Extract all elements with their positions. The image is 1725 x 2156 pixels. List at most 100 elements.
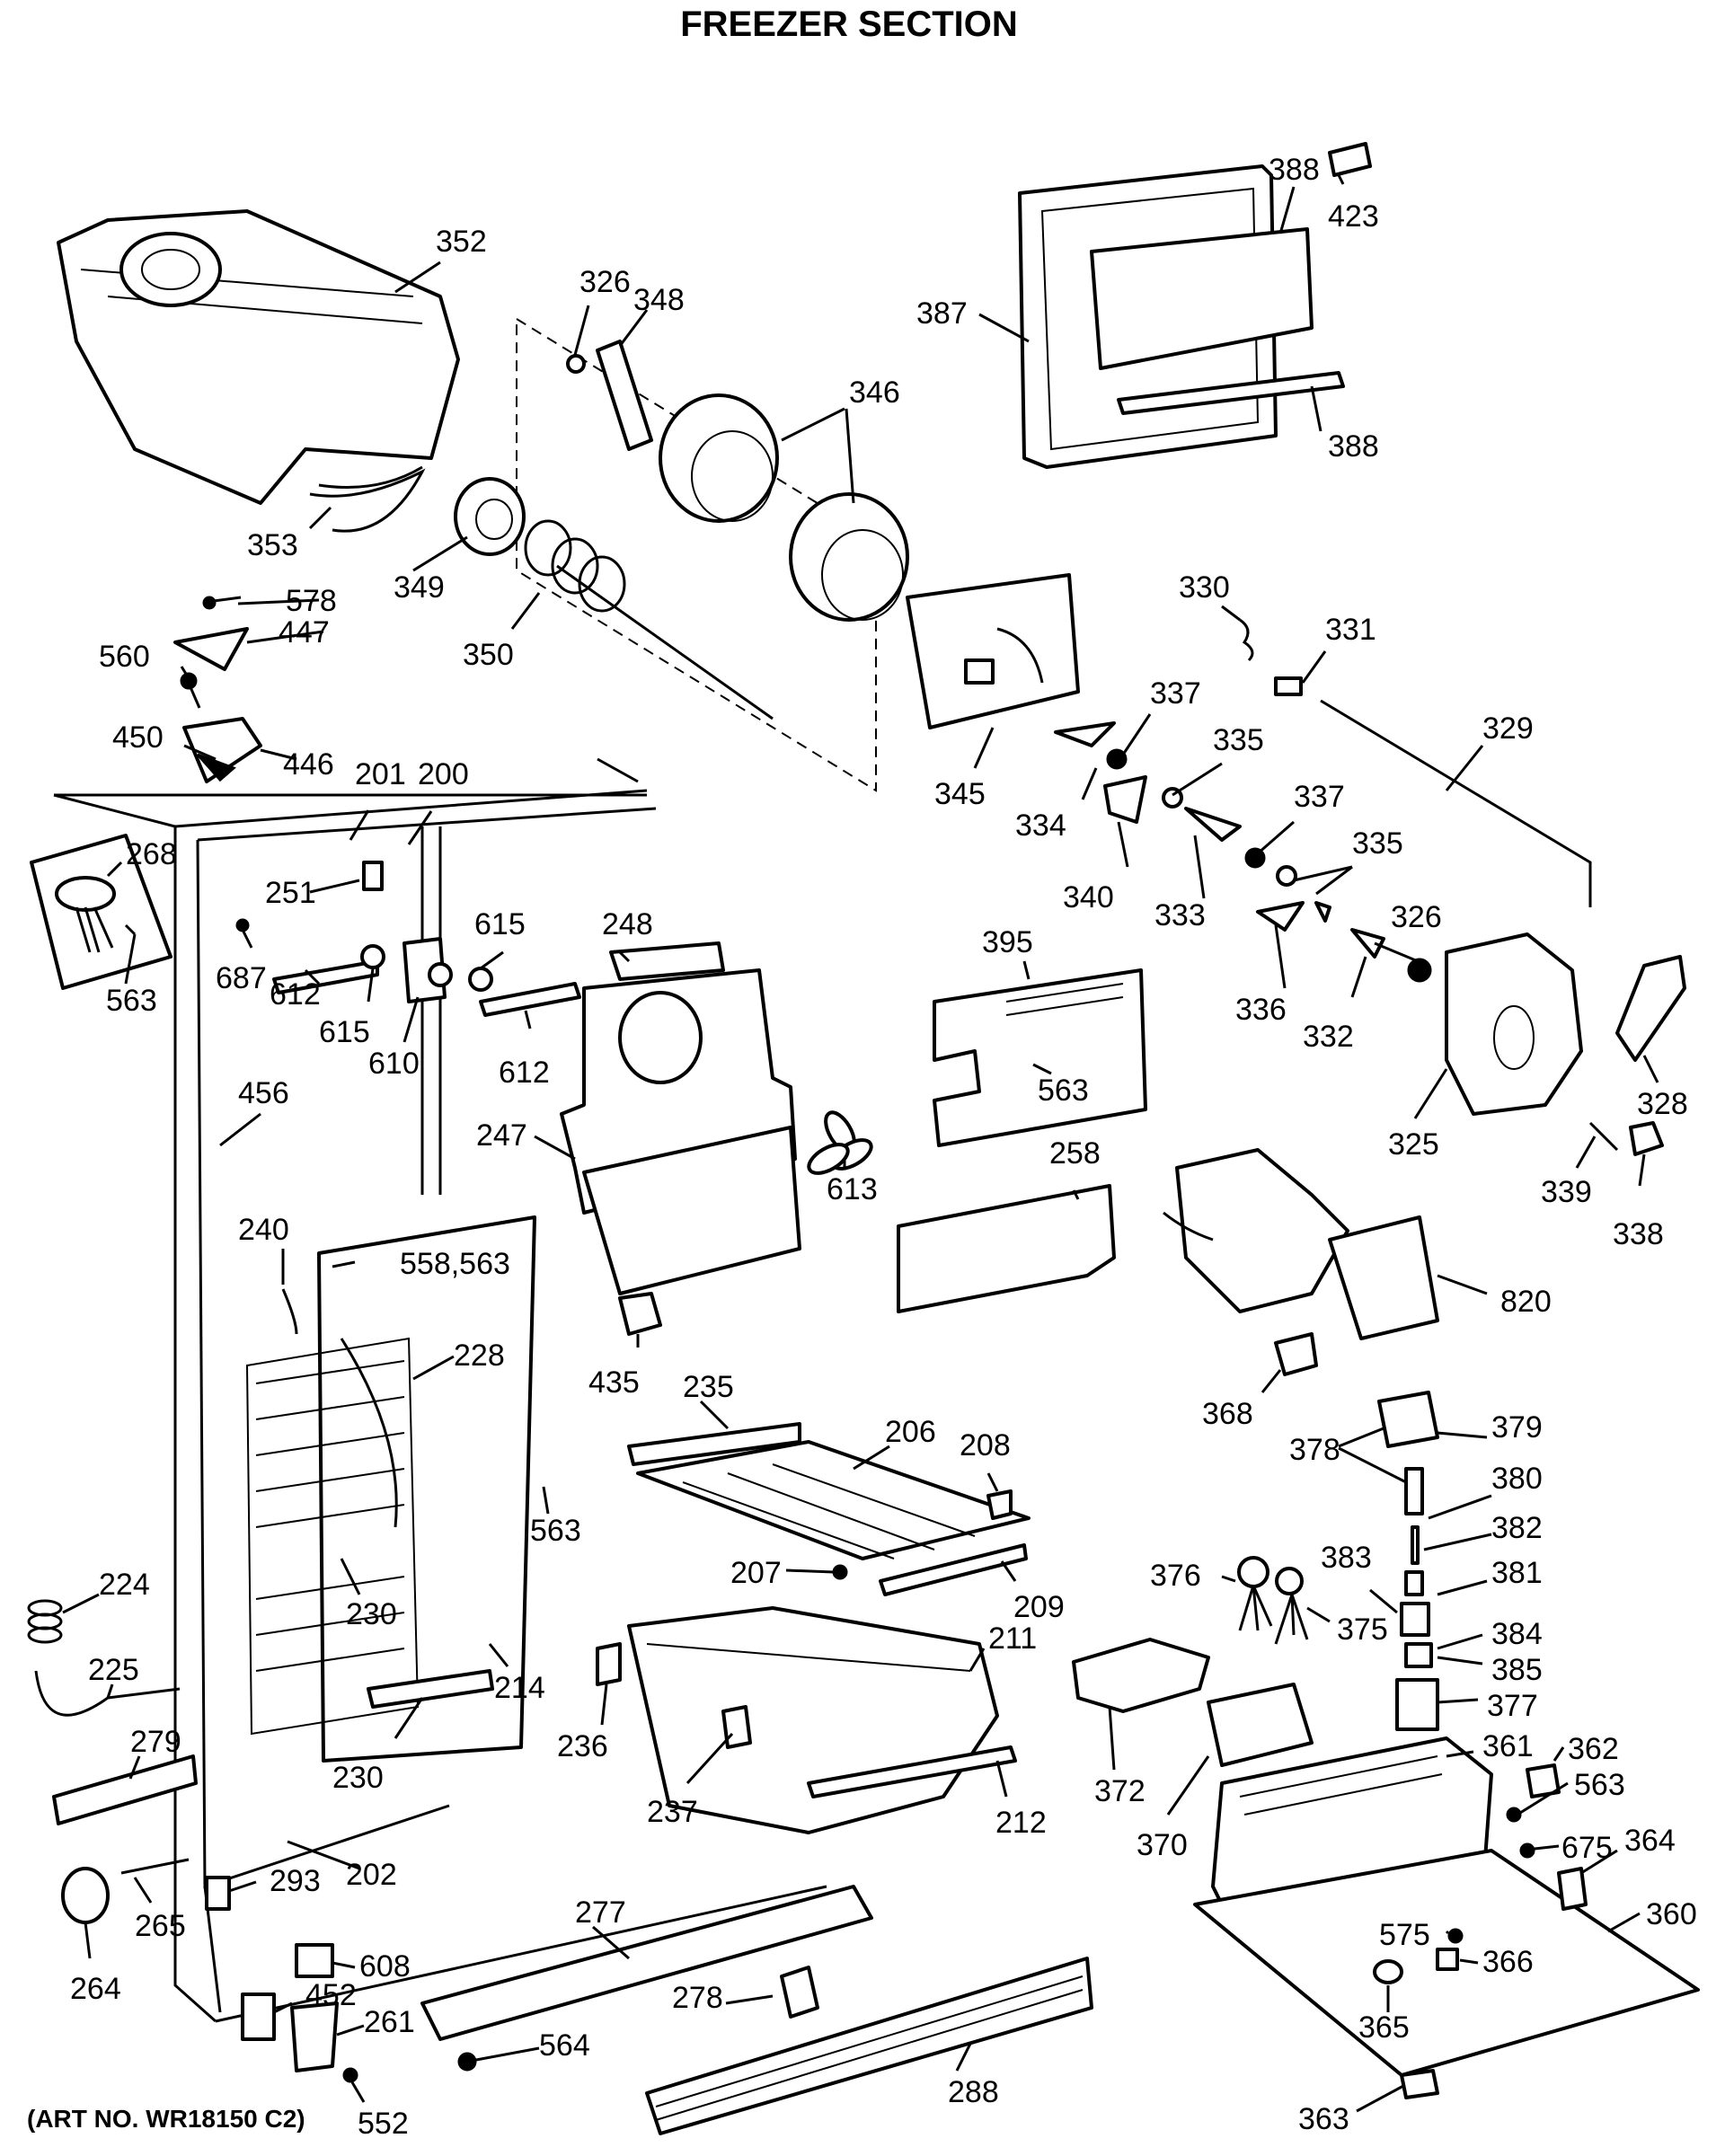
bracket-447 <box>173 627 249 671</box>
part-labels: 352 353 349 350 326 348 346 387 388 423 … <box>70 153 1697 2141</box>
label-558-563: 558,563 <box>400 1247 510 1281</box>
label-377: 377 <box>1487 1689 1538 1723</box>
label-362: 362 <box>1568 1732 1619 1766</box>
label-379: 379 <box>1491 1410 1543 1445</box>
spring-381 <box>1404 1570 1424 1596</box>
screw-575 <box>1447 1928 1464 1944</box>
label-268: 268 <box>126 837 177 871</box>
label-326-top: 326 <box>579 265 631 299</box>
clip-331 <box>1274 676 1303 696</box>
clip-236 <box>596 1642 622 1686</box>
plate-348 <box>596 340 653 451</box>
label-348: 348 <box>633 283 685 317</box>
label-325: 325 <box>1388 1127 1439 1162</box>
label-687: 687 <box>216 961 267 995</box>
clip-208 <box>986 1489 1013 1520</box>
clip-362 <box>1526 1763 1561 1798</box>
label-335-bottom: 335 <box>1352 826 1403 861</box>
label-615-left: 615 <box>319 1015 370 1049</box>
label-330: 330 <box>1179 570 1230 605</box>
label-247: 247 <box>476 1118 527 1153</box>
label-353: 353 <box>247 528 298 562</box>
rail-277 <box>420 1885 873 2041</box>
label-365: 365 <box>1358 2010 1410 2045</box>
label-361: 361 <box>1482 1729 1534 1763</box>
bracket-612-left <box>272 959 379 994</box>
label-332: 332 <box>1303 1020 1354 1054</box>
screw-675 <box>1519 1842 1535 1859</box>
evaporator-228 <box>245 1215 536 1763</box>
label-278: 278 <box>672 1981 723 2015</box>
label-258: 258 <box>1049 1136 1101 1171</box>
washer-326-top <box>566 354 586 374</box>
grille-288 <box>645 1957 1093 2135</box>
bracket-435 <box>618 1292 662 1336</box>
label-378: 378 <box>1289 1433 1340 1467</box>
clip-366 <box>1436 1948 1459 1971</box>
label-329: 329 <box>1482 711 1534 746</box>
wire-353 <box>309 468 426 533</box>
label-382: 382 <box>1491 1511 1543 1545</box>
label-395: 395 <box>982 925 1033 959</box>
plate-452 <box>241 1993 276 2041</box>
label-563-left: 563 <box>106 984 157 1018</box>
label-447: 447 <box>279 615 330 649</box>
label-388-bottom: 388 <box>1328 429 1379 464</box>
clip-293 <box>205 1876 231 1911</box>
label-345: 345 <box>934 777 986 811</box>
shield-328 <box>1615 955 1686 1062</box>
label-675: 675 <box>1561 1831 1613 1865</box>
label-209: 209 <box>1013 1590 1065 1624</box>
timer-370 <box>1207 1683 1314 1767</box>
label-333: 333 <box>1154 898 1206 932</box>
pin-423 <box>1328 142 1372 177</box>
wire-376 <box>1237 1556 1273 1631</box>
tube-225 <box>34 1670 181 1717</box>
label-228: 228 <box>454 1339 505 1373</box>
label-350: 350 <box>463 638 514 672</box>
label-202: 202 <box>346 1858 397 1892</box>
label-212: 212 <box>995 1806 1047 1840</box>
label-336: 336 <box>1235 993 1287 1027</box>
label-446: 446 <box>283 747 334 782</box>
auger-350 <box>524 519 774 720</box>
label-208: 208 <box>960 1428 1011 1462</box>
label-335-top: 335 <box>1213 723 1264 757</box>
label-385: 385 <box>1491 1653 1543 1687</box>
label-207: 207 <box>730 1556 782 1590</box>
bracket-278 <box>780 1966 819 2019</box>
handle-212 <box>807 1745 1017 1798</box>
label-328: 328 <box>1637 1087 1688 1121</box>
cam-340 <box>1103 775 1147 824</box>
label-387: 387 <box>916 296 968 331</box>
bracket-364 <box>1557 1867 1588 1911</box>
icemaker-820 <box>1163 1148 1439 1340</box>
cam-336 <box>1256 901 1305 932</box>
cam-333 <box>1184 807 1242 842</box>
screw-564 <box>457 2052 477 2072</box>
label-331: 331 <box>1325 613 1376 647</box>
pin-339 <box>1588 1121 1619 1152</box>
label-293: 293 <box>270 1864 321 1898</box>
label-340: 340 <box>1063 880 1114 915</box>
label-370: 370 <box>1137 1828 1188 1862</box>
screw-head-578 <box>202 596 217 610</box>
label-435: 435 <box>588 1365 640 1400</box>
label-452: 452 <box>305 1978 357 2012</box>
label-564: 564 <box>539 2028 590 2063</box>
label-376: 376 <box>1150 1559 1201 1593</box>
label-230-lower: 230 <box>332 1761 384 1795</box>
label-200: 200 <box>418 757 469 791</box>
label-214: 214 <box>494 1671 545 1705</box>
label-339: 339 <box>1541 1175 1592 1209</box>
cover-395 <box>933 968 1147 1147</box>
plunger-380 <box>1404 1467 1424 1515</box>
label-240: 240 <box>238 1213 289 1247</box>
crusher-drums-346 <box>659 393 909 622</box>
label-337-top: 337 <box>1150 676 1201 711</box>
label-364: 364 <box>1624 1824 1676 1858</box>
block-608 <box>295 1943 334 1978</box>
label-563-cover: 563 <box>1038 1074 1089 1108</box>
label-201: 201 <box>355 757 406 791</box>
label-230-upper: 230 <box>346 1597 397 1631</box>
